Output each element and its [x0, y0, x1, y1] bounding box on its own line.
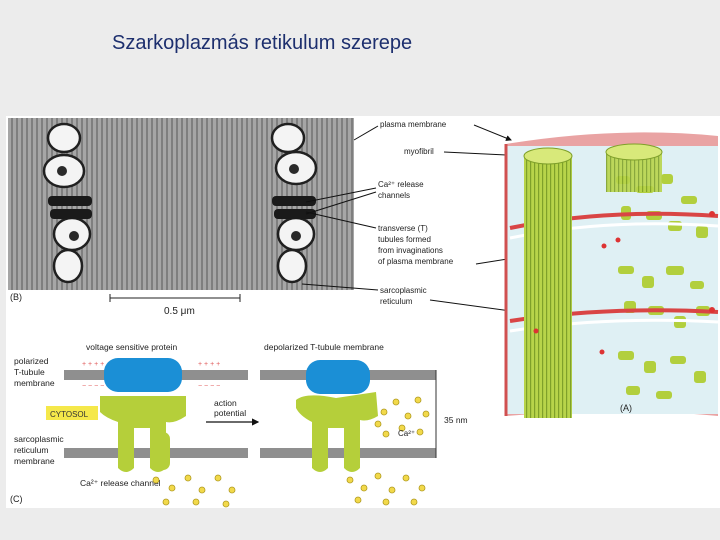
panel-a-label: (A): [620, 403, 632, 413]
ca-ion-label: Ca²⁺: [398, 429, 415, 438]
sr-membrane-label-1: sarcoplasmic: [14, 434, 64, 444]
callout-t-tubule-4: of plasma membrane: [378, 257, 454, 266]
panel-c-label: (C): [10, 494, 23, 504]
callout-t-tubule-1: transverse (T): [378, 224, 428, 233]
callout-sr-2: reticulum: [380, 297, 413, 306]
cytosol-badge: [46, 406, 98, 420]
distance-label: 35 nm: [444, 415, 468, 425]
sr-membrane-label-3: membrane: [14, 456, 55, 466]
release-channel-right: [296, 392, 378, 472]
callout-ca-release-2: channels: [378, 191, 410, 200]
polarized-label-2: T-tubule: [14, 367, 45, 377]
polarized-label-1: polarized: [14, 356, 49, 366]
callout-t-tubule-2: tubules formed: [378, 235, 431, 244]
figure: (B) 0.5 μm plasma membrane myofibril Ca²…: [6, 116, 720, 508]
muscle-fiber-illustration: [504, 132, 719, 418]
polarized-label-3: membrane: [14, 378, 55, 388]
scale-bar-label: 0.5 μm: [164, 306, 195, 317]
scale-bar: [109, 294, 241, 302]
voltage-sensor-right: [306, 360, 370, 394]
panel-b-label: (B): [10, 292, 22, 302]
minus-signs-left-2: − − − −: [198, 383, 220, 390]
sr-membrane-label-2: reticulum: [14, 445, 48, 455]
callout-myofibril: myofibril: [404, 147, 434, 156]
figure-svg: (B) 0.5 μm plasma membrane myofibril Ca²…: [8, 118, 719, 508]
micrograph: [8, 118, 354, 290]
channel-plug-left: [156, 432, 170, 470]
callout-ca-release-1: Ca²⁺ release: [378, 180, 424, 189]
plus-signs-left-1: + + + +: [82, 361, 104, 368]
release-channel-label: Ca²⁺ release channel: [80, 478, 161, 488]
cytosol-label: CYTOSOL: [50, 410, 89, 419]
release-channel-left: [100, 396, 186, 472]
depolarized-label: depolarized T-tubule membrane: [264, 342, 384, 352]
plus-signs-left-2: + + + +: [198, 361, 220, 368]
minus-signs-left-1: − − − −: [82, 383, 104, 390]
voltage-sensor-left: [104, 358, 182, 392]
action-potential-label-1: action: [214, 398, 237, 408]
calcium-ions: [152, 396, 430, 508]
callout-plasma-membrane: plasma membrane: [380, 120, 447, 129]
callout-sr-1: sarcoplasmic: [380, 286, 427, 295]
callout-t-tubule-3: from invaginations: [378, 246, 443, 255]
action-potential-label-2: potential: [214, 408, 246, 418]
slide-bottom-band: [0, 508, 720, 540]
slide-title: Szarkoplazmás retikulum szerepe: [112, 32, 413, 54]
voltage-sensitive-protein-label: voltage sensitive protein: [86, 342, 177, 352]
